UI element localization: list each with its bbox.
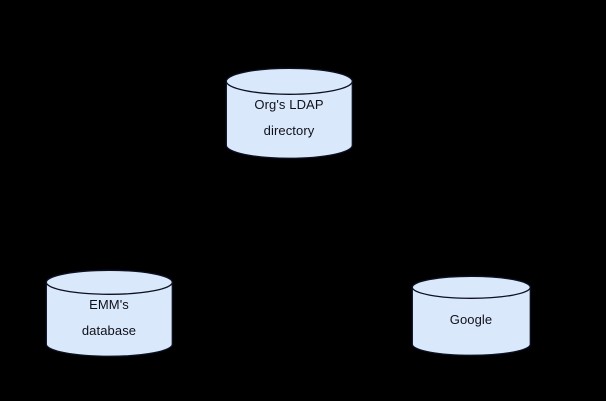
database-cylinder-icon [45, 269, 173, 357]
node-google[interactable]: Google [411, 275, 531, 356]
database-cylinder-icon [225, 67, 353, 159]
database-cylinder-icon [411, 275, 531, 356]
node-ldap-directory[interactable]: Org's LDAP directory [225, 67, 353, 159]
cylinder-top-ellipse [45, 269, 173, 295]
cylinder-top-ellipse [411, 275, 531, 299]
cylinder-top-ellipse [225, 67, 353, 95]
node-emm-database[interactable]: EMM's database [45, 269, 173, 357]
